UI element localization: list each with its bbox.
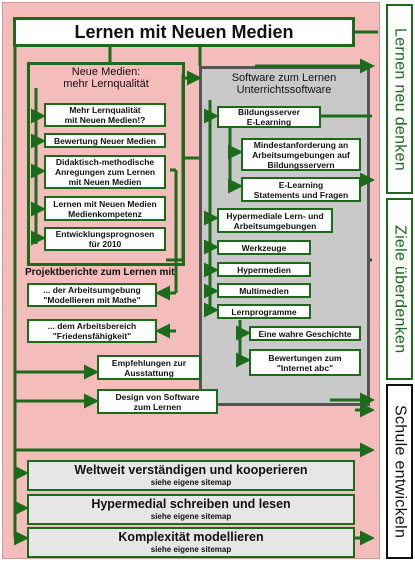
sitemap-komplexitaet-sub: siehe eigene sitemap <box>150 545 232 554</box>
sw-bewertungen-internet-abc[interactable]: Bewertungen zum "Internet abc" <box>249 349 361 376</box>
sw-mindestanforderung[interactable]: Mindestanforderung an Arbeitsumgebungen … <box>241 138 361 171</box>
tab-lernen-neu-denken[interactable]: Lernen neu denken <box>386 4 413 194</box>
sw-multimedien[interactable]: Multimedien <box>217 283 311 298</box>
nm-item-prognosen[interactable]: Entwicklungsprognosen für 2010 <box>44 227 166 251</box>
tab-lernen-neu-denken-label: Lernen neu denken <box>391 27 409 171</box>
nm-item-medienkompetenz[interactable]: Lernen mit Neuen Medien Medienkompetenz <box>44 196 166 221</box>
sitemap-hypermedial[interactable]: Hypermedial schreiben und lesen siehe ei… <box>27 494 355 525</box>
nm-item-bewertung[interactable]: Bewertung Neuer Medien <box>44 133 166 148</box>
sitemap-hypermedial-sub: siehe eigene sitemap <box>150 512 232 521</box>
design-software[interactable]: Design von Software zum Lernen <box>97 389 218 414</box>
projektberichte-heading: Projektberichte zum Lernen mit <box>25 267 175 278</box>
projekt-modellieren[interactable]: ... der Arbeitsumgebung "Modellieren mit… <box>27 283 157 307</box>
page-title[interactable]: Lernen mit Neuen Medien <box>13 17 355 47</box>
sitemap-weltweit-sub: siehe eigene sitemap <box>150 478 232 487</box>
sw-hypermedien[interactable]: Hypermedien <box>217 262 311 277</box>
sw-elearning-statements[interactable]: E-Learning Statements und Fragen <box>241 177 361 202</box>
sitemap-komplexitaet[interactable]: Komplexität modellieren siehe eigene sit… <box>27 527 355 558</box>
sw-lernprogramme[interactable]: Lernprogramme <box>217 304 311 319</box>
nm-item-didaktisch[interactable]: Didaktisch-methodische Anregungen zum Le… <box>44 155 166 189</box>
sw-hypermediale[interactable]: Hypermediale Lern- und Arbeitsumgebungen <box>217 208 333 233</box>
sw-werkzeuge[interactable]: Werkzeuge <box>217 240 311 255</box>
sw-wahre-geschichte[interactable]: Eine wahre Geschichte <box>249 326 361 341</box>
sitemap-weltweit-title: Weltweit verständigen und kooperieren <box>74 463 308 477</box>
sw-bildungsserver[interactable]: Bildungsserver E-Learning <box>217 106 321 128</box>
tab-ziele-ueberdenken-label: Ziele überdenken <box>391 224 409 354</box>
nm-item-lernqualitaet[interactable]: Mehr Lernqualität mit Neuen Medien!? <box>44 103 166 127</box>
tab-schule-entwickeln[interactable]: Schule entwickeln <box>386 384 413 559</box>
sitemap-komplexitaet-title: Komplexität modellieren <box>118 530 264 544</box>
neue-medien-heading[interactable]: Neue Medien: mehr Lernqualität <box>63 66 149 90</box>
sitemap-hypermedial-title: Hypermedial schreiben und lesen <box>91 497 291 511</box>
projekt-friedensfaehigkeit[interactable]: ... dem Arbeitsbereich "Friedensfähigkei… <box>27 319 157 343</box>
software-heading[interactable]: Software zum Lernen Unterrichtssoftware <box>231 72 337 96</box>
tab-ziele-ueberdenken[interactable]: Ziele überdenken <box>386 198 413 380</box>
empfehlungen-ausstattung[interactable]: Empfehlungen zur Ausstattung <box>97 355 201 380</box>
tab-schule-entwickeln-label: Schule entwickeln <box>391 404 409 539</box>
sitemap-weltweit[interactable]: Weltweit verständigen und kooperieren si… <box>27 460 355 491</box>
